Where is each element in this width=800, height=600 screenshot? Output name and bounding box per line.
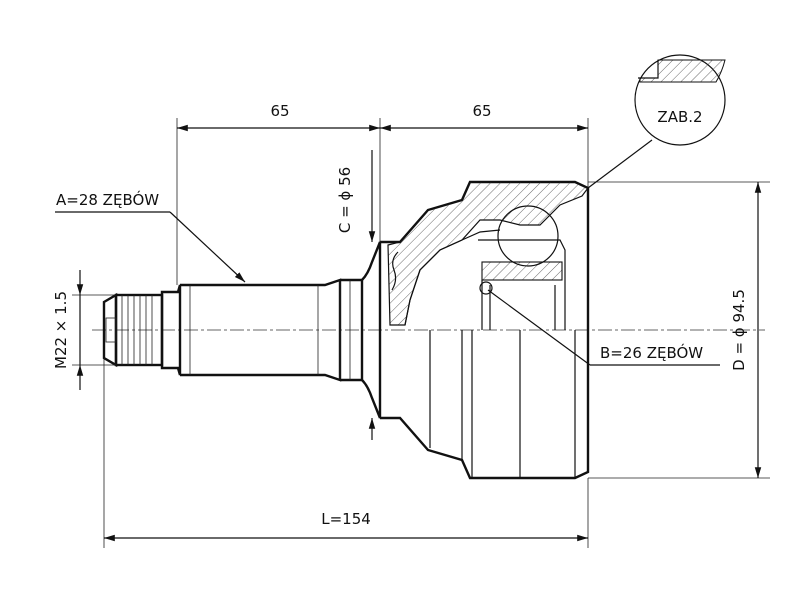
callout-inner-splines-label: B=26 ZĘBÓW: [600, 343, 703, 362]
dim-seal-label: C = ϕ 56: [336, 167, 354, 233]
dim-shaft-length: 65: [176, 102, 381, 285]
callout-outer-splines-label: A=28 ZĘBÓW: [56, 190, 159, 209]
dim-shaft-label: 65: [270, 102, 289, 120]
bell-housing: [380, 180, 590, 480]
callout-outer-splines: A=28 ZĘBÓW: [55, 190, 246, 283]
splined-shaft: [180, 241, 382, 419]
detail-callout: ZAB.2: [587, 54, 726, 189]
dim-thread-label: M22 × 1.5: [52, 291, 70, 369]
callout-inner-splines: B=26 ZĘBÓW: [487, 289, 720, 366]
dim-housing-label: 65: [472, 102, 491, 120]
dim-housing-length: 65: [380, 102, 589, 188]
dim-total-label: L=154: [321, 510, 371, 528]
dim-seal-diameter: C = ϕ 56: [336, 150, 376, 440]
dim-total-length: L=154: [103, 358, 589, 548]
hatched-section: [387, 181, 589, 326]
ball: [497, 205, 559, 267]
dim-outer-diameter: D = ϕ 94.5: [588, 181, 770, 479]
dim-outer-label: D = ϕ 94.5: [730, 289, 748, 371]
detail-label: ZAB.2: [657, 108, 702, 126]
dim-thread: M22 × 1.5: [52, 270, 116, 390]
